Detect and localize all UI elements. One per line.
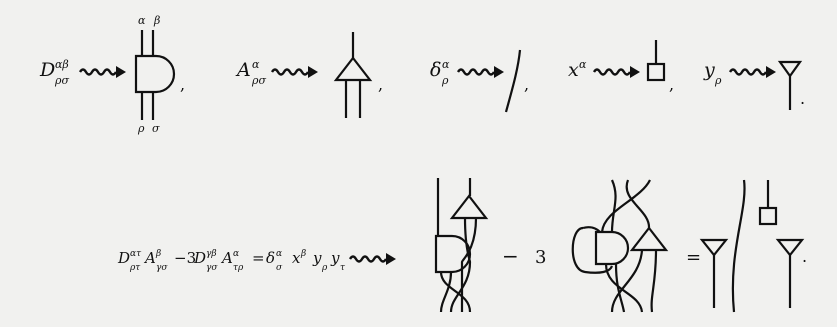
D-sub: ρσ	[54, 74, 69, 87]
D-block-glyph	[134, 30, 176, 120]
svg-text:=: =	[252, 249, 265, 267]
svg-text:σ: σ	[276, 263, 283, 273]
x-base: x	[568, 59, 579, 81]
comma-4: ,	[669, 75, 674, 94]
svg-text:A: A	[143, 249, 156, 267]
D-leg-alpha: α	[138, 14, 146, 27]
D-leg-sigma: σ	[152, 122, 160, 135]
comma-1: ,	[180, 75, 185, 94]
x-box-glyph	[646, 40, 666, 82]
D-sup: αβ	[55, 58, 69, 71]
svg-text:γσ: γσ	[156, 263, 168, 273]
comma-2: ,	[378, 75, 383, 94]
svg-text:y: y	[312, 249, 322, 267]
y-base: y	[703, 59, 715, 81]
svg-text:−3: −3	[174, 249, 196, 267]
svg-text:y: y	[330, 249, 340, 267]
svg-text:β: β	[155, 249, 161, 259]
wavy-arrow-icon	[348, 251, 398, 267]
wavy-arrow-icon	[78, 64, 128, 80]
svg-text:ρτ: ρτ	[129, 263, 141, 273]
svg-text:γβ: γβ	[206, 249, 217, 259]
D-base: D	[39, 59, 55, 81]
svg-text:D: D	[193, 249, 206, 267]
period-2: .	[802, 247, 807, 266]
diagram-term1	[434, 178, 489, 313]
svg-text:τ: τ	[340, 263, 346, 273]
A-triangle-glyph	[333, 32, 373, 118]
def-D-symbol: D αβ ρσ	[39, 58, 69, 87]
svg-text:δ: δ	[266, 249, 275, 267]
D-leg-beta: β	[153, 14, 160, 27]
wavy-arrow-icon	[728, 64, 778, 80]
def-y-symbol: y ρ	[703, 59, 722, 87]
A-sub: ρσ	[251, 74, 266, 87]
svg-text:x: x	[292, 249, 301, 267]
svg-text:D: D	[117, 249, 130, 267]
equals-sign: =	[686, 247, 701, 268]
svg-text:α: α	[233, 249, 239, 259]
svg-text:τρ: τρ	[233, 263, 244, 273]
equation-lhs: D ατ ρτ A β γσ −3 D γβ γσ A α τρ = δ α σ…	[117, 249, 346, 273]
delta-base: δ	[430, 59, 441, 81]
wavy-arrow-icon	[456, 64, 506, 80]
diagram-term2	[571, 179, 669, 313]
comma-3: ,	[524, 75, 529, 94]
svg-text:ρ: ρ	[321, 263, 328, 273]
def-x-symbol: x α	[568, 58, 587, 81]
def-A-symbol: A α ρσ	[235, 58, 266, 87]
svg-text:A: A	[220, 249, 233, 267]
svg-text:β: β	[300, 249, 306, 259]
wavy-arrow-icon	[592, 64, 642, 80]
delta-line-glyph	[504, 49, 522, 113]
period-1: .	[800, 89, 805, 108]
svg-text:α: α	[276, 249, 282, 259]
minus-sign: −	[502, 244, 519, 268]
wavy-arrow-icon	[270, 64, 320, 80]
diagram-rhs	[699, 179, 805, 313]
svg-text:ατ: ατ	[130, 249, 142, 259]
A-sup: α	[252, 58, 260, 71]
A-base: A	[235, 59, 251, 81]
D-leg-rho: ρ	[137, 122, 145, 135]
svg-text:γσ: γσ	[206, 263, 218, 273]
coefficient-3: 3	[535, 247, 546, 268]
def-delta-symbol: δ α ρ	[430, 58, 450, 87]
y-sub: ρ	[714, 74, 722, 87]
y-triangle-glyph	[777, 60, 803, 110]
x-sup: α	[579, 58, 587, 71]
delta-sub: ρ	[441, 74, 449, 87]
delta-sup: α	[442, 58, 450, 71]
